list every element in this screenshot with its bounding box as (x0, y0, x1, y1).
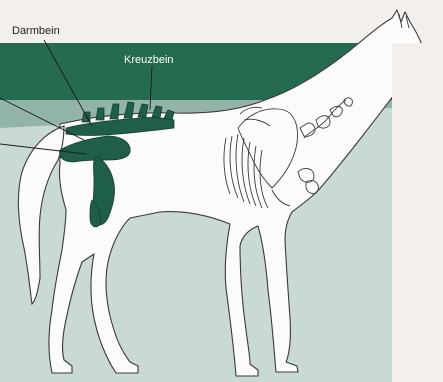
kreuzbein-label: Kreuzbein (124, 54, 174, 66)
darmbein-label: Darmbein (12, 25, 60, 37)
right-margin (392, 43, 443, 382)
